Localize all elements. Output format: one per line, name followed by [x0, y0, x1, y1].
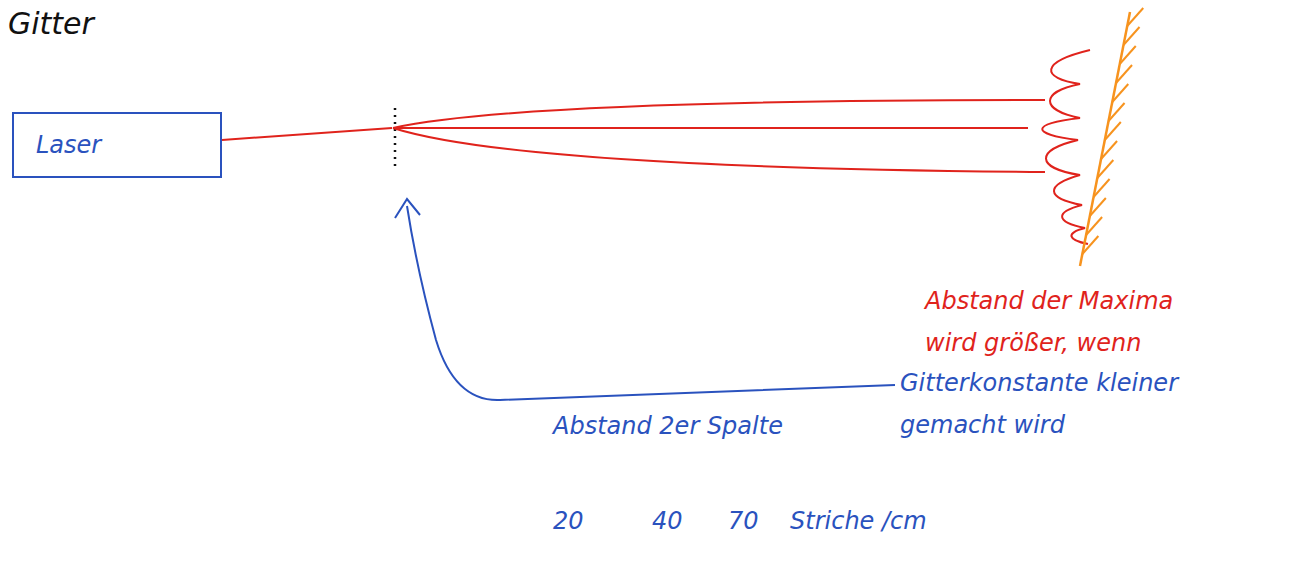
- screen-hatch: [1082, 236, 1098, 254]
- screen-hatch: [1101, 141, 1117, 159]
- unit-label: Striche /cm: [790, 500, 927, 542]
- grating-symbol: [394, 108, 397, 166]
- pointer-line: [407, 206, 895, 400]
- screen-hatch: [1097, 160, 1113, 178]
- annotation: Abstand der Maxima wird größer, wenn: [925, 280, 1190, 364]
- diffracted-ray: [393, 128, 1045, 172]
- screen: [1080, 8, 1143, 266]
- arrow-head: [395, 199, 420, 218]
- value-label: 20: [553, 500, 584, 542]
- screen-hatch: [1094, 179, 1110, 197]
- screen-hatch: [1105, 122, 1121, 140]
- title: Gitter: [8, 6, 94, 41]
- screen-hatch: [1124, 27, 1140, 45]
- annotation: Gitterkonstante kleiner gemacht wird: [900, 362, 1230, 446]
- screen-hatch: [1127, 8, 1143, 26]
- value-label: 70: [728, 500, 759, 542]
- screen-hatch: [1112, 84, 1128, 102]
- screen-hatch: [1086, 217, 1102, 235]
- intensity-pattern: [1042, 50, 1090, 244]
- screen-hatch: [1116, 65, 1132, 83]
- screen-hatch: [1090, 198, 1106, 216]
- screen-hatch: [1120, 46, 1136, 64]
- value-label: 40: [652, 500, 683, 542]
- diffracted-ray: [393, 127, 1028, 129]
- box-label: Laser: [36, 131, 198, 159]
- diffracted-ray: [393, 100, 1045, 128]
- annotation: Abstand 2er Spalte: [553, 405, 783, 447]
- device-box: Laser: [12, 112, 222, 178]
- screen-hatch: [1109, 103, 1125, 121]
- laser-beam: [222, 128, 392, 140]
